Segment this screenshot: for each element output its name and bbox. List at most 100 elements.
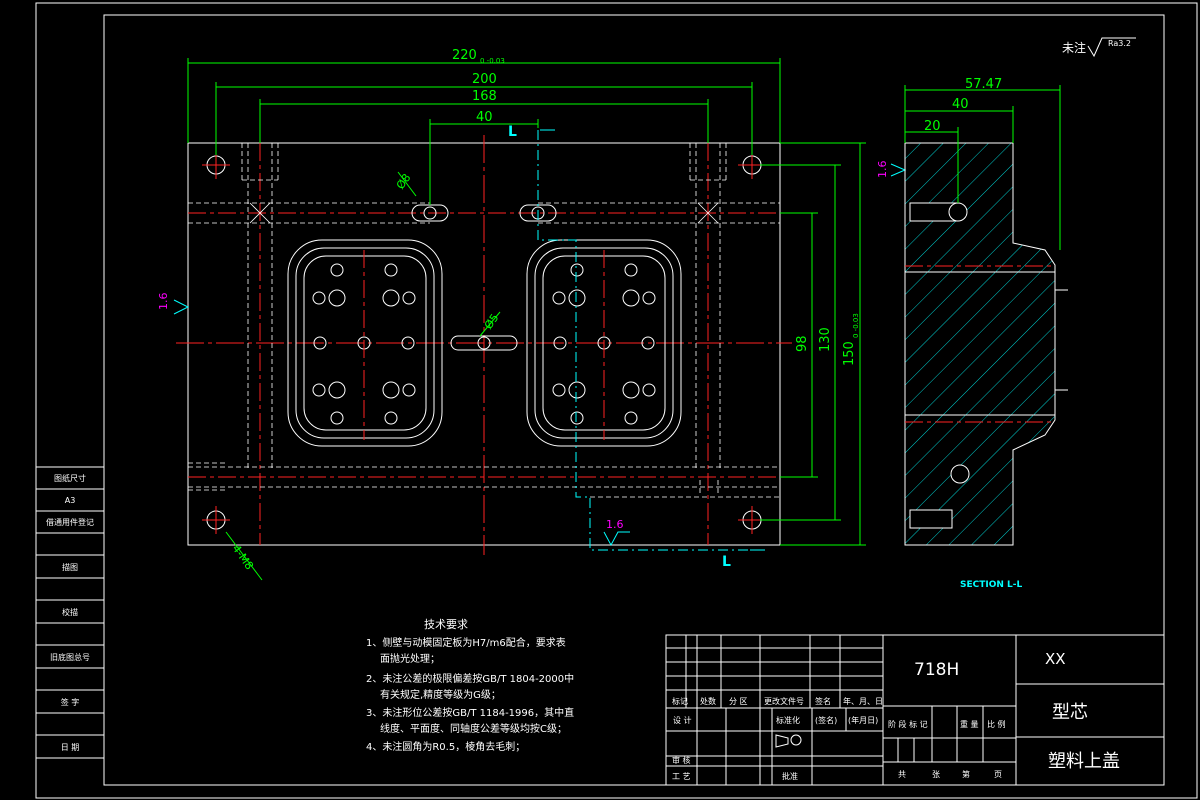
row-date: (年月日) xyxy=(848,715,878,725)
section-mark-top: L xyxy=(508,124,517,140)
roughness-note: 未注 Ra3.2 xyxy=(1062,37,1136,58)
dim-130: 130 xyxy=(818,327,833,352)
cavity-left xyxy=(287,239,443,447)
junction-marks xyxy=(249,202,719,224)
tech-line-7: 4、未注圆角为R0.5，棱角去毛刺； xyxy=(366,740,525,753)
left-info-strip xyxy=(36,466,104,759)
gate-hole-left xyxy=(423,206,437,220)
section-dimension-lines xyxy=(904,85,1061,250)
rough-symbol-left-icon xyxy=(173,299,190,315)
roughness-note-value: Ra3.2 xyxy=(1108,39,1131,48)
strip-cell-0: 图纸尺寸 xyxy=(54,473,86,483)
tech-line-5: 3、未注形位公差按GB/T 1184-1996，其中直 xyxy=(366,706,574,719)
sheet-zhang: 张 xyxy=(932,770,940,779)
projection-symbol-icon xyxy=(790,734,802,746)
dim-side-20: 20 xyxy=(924,119,941,134)
strip-cell-4: 描图 xyxy=(62,562,78,572)
tech-title: 技术要求 xyxy=(424,618,468,631)
stage-scale: 比 例 xyxy=(987,719,1006,729)
part-name-text: 塑料上盖 xyxy=(1048,751,1120,772)
section-view: 57.47 40 20 SECTION L-L xyxy=(904,77,1068,590)
rough-side-value: 1.6 xyxy=(876,161,889,179)
part-type-text: 型芯 xyxy=(1052,702,1088,723)
row-craft: 工 艺 xyxy=(672,772,691,781)
rough-bottom-value: 1.6 xyxy=(606,518,624,531)
section-channel-lower xyxy=(909,509,953,529)
row-standard: 标准化 xyxy=(776,715,800,725)
section-label: SECTION L-L xyxy=(960,580,1023,590)
plan-view xyxy=(176,129,792,555)
hdr-sign: 签名 xyxy=(815,696,831,706)
section-mark-bottom: L xyxy=(722,554,731,570)
hdr-date: 年、月、日 xyxy=(843,696,883,706)
cavity-right-ejector-pins xyxy=(552,263,656,425)
title-block xyxy=(665,634,1165,786)
tech-line-1: 1、侧壁与动模固定板为H7/m6配合，要求表 xyxy=(366,636,566,649)
row-check: 审 核 xyxy=(672,755,691,765)
tech-line-6: 线度、平面度、同轴度公差等级均按C级； xyxy=(380,722,567,735)
roughness-symbol-icon xyxy=(1087,37,1136,58)
row-design: 设 计 xyxy=(673,715,692,725)
section-body xyxy=(904,142,1056,546)
technical-requirements: 技术要求 1、侧壁与动模固定板为H7/m6配合，要求表 面抛光处理； 2、未注公… xyxy=(366,618,574,753)
rough-left-value: 1.6 xyxy=(157,293,170,311)
tech-line-4: 有关规定,精度等级为G级； xyxy=(380,688,501,701)
section-hole-lower xyxy=(950,464,970,484)
section-hole-upper xyxy=(948,202,968,222)
hidden-lines xyxy=(188,143,780,495)
cavity-left-inner xyxy=(303,255,427,431)
tech-line-3: 2、未注公差的极限偏差按GB/T 1804-2000中 xyxy=(366,672,574,685)
company-text: XX xyxy=(1045,650,1066,668)
slot-left xyxy=(411,204,449,222)
dim-200: 200 xyxy=(472,72,497,87)
strip-cell-6: 校描 xyxy=(62,607,78,617)
dim-side-40: 40 xyxy=(952,97,969,112)
roughness-note-label: 未注 xyxy=(1062,40,1086,55)
strip-cell-2: 借通用件登记 xyxy=(46,517,94,527)
strip-cell-12: 日 期 xyxy=(61,743,80,752)
tech-line-2: 面抛光处理； xyxy=(380,652,440,665)
hdr-zone: 分 区 xyxy=(729,697,748,706)
roughness-marks: 1.6 1.6 1.6 xyxy=(157,161,907,547)
hdr-mark: 标记 xyxy=(672,696,688,706)
hdr-count: 处数 xyxy=(700,696,716,706)
cavity-left-ejector-pins xyxy=(312,263,416,425)
section-cut-line xyxy=(537,130,760,551)
strip-cell-8: 旧底图总号 xyxy=(50,652,90,662)
sheet-no: 第 xyxy=(962,769,970,779)
runner-slot xyxy=(450,335,518,351)
dim-m8: 4-M8 xyxy=(230,542,256,572)
row-approve: 批准 xyxy=(782,771,798,781)
dim-150-tol: 0 -0.03 xyxy=(852,313,860,338)
slot-holes xyxy=(411,204,557,351)
plan-dimension-texts: 220 0 -0.03 200 168 40 L L Ø8 Ø5 4-M8 98… xyxy=(230,48,860,572)
slot-right xyxy=(519,204,557,222)
sheet-page: 页 xyxy=(994,770,1002,779)
cavity-left-mid xyxy=(295,247,435,439)
dim-168: 168 xyxy=(472,89,497,104)
cavity-left-outer xyxy=(287,239,443,447)
material-text: 718H xyxy=(914,660,959,680)
dim-220: 220 xyxy=(452,48,477,63)
row-sign: (签名) xyxy=(815,715,837,725)
rough-symbol-side-icon xyxy=(890,163,907,177)
dim-side-57: 57.47 xyxy=(965,77,1002,92)
rough-symbol-bottom-icon xyxy=(603,531,630,547)
dim-40: 40 xyxy=(476,110,493,125)
dim-150: 150 xyxy=(842,341,857,366)
projection-cone-icon xyxy=(775,734,789,748)
stage-mark: 阶 段 标 记 xyxy=(888,719,928,729)
sheet-total: 共 xyxy=(898,770,906,779)
dim-220-tol: 0 -0.03 xyxy=(480,57,505,65)
cavity-right-outer xyxy=(526,239,682,447)
outer-border xyxy=(35,2,1198,799)
sprue-hole xyxy=(477,336,491,350)
strip-cell-10: 签 字 xyxy=(61,697,80,707)
stage-weight: 重 量 xyxy=(960,719,979,729)
dim-98: 98 xyxy=(795,335,810,352)
strip-cell-1: A3 xyxy=(65,496,76,505)
hdr-change-doc: 更改文件号 xyxy=(764,696,804,706)
title-block-text: 718H XX 型芯 塑料上盖 标记 处数 分 区 更改文件号 签名 年、月、日… xyxy=(672,650,1120,781)
inner-border xyxy=(103,14,1165,786)
